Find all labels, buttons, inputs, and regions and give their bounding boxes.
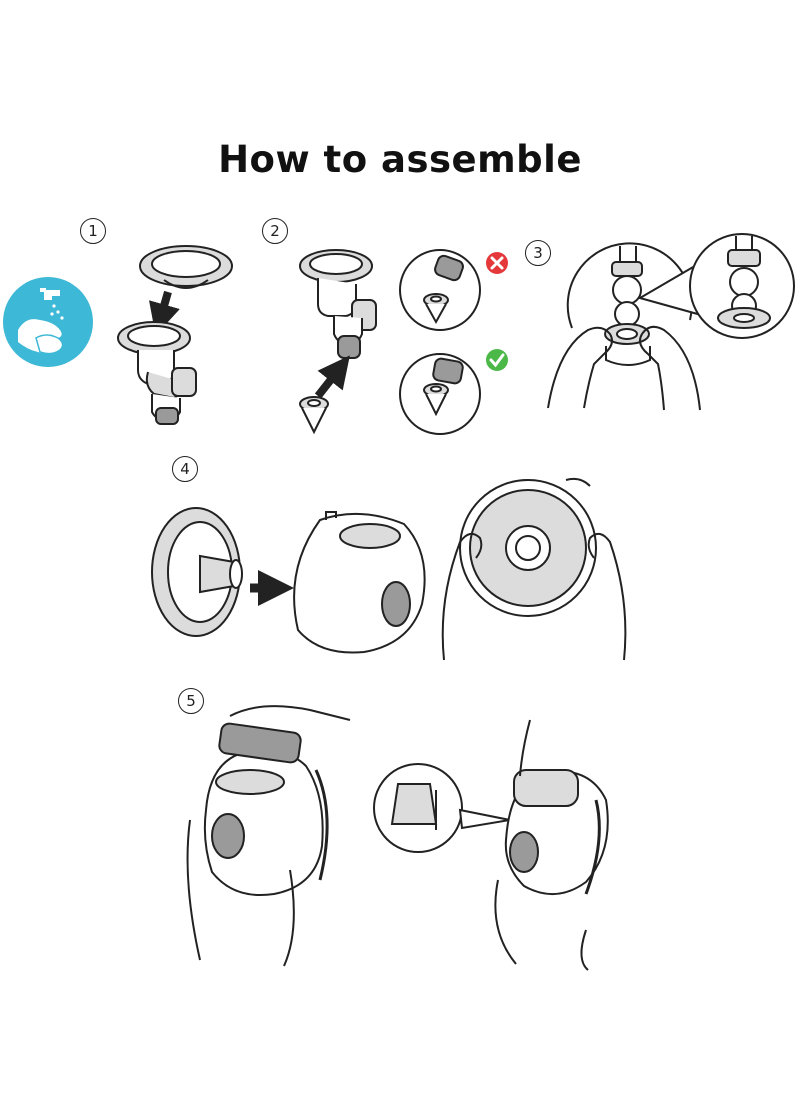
step2-illustration [299,249,377,435]
step-number-2: 2 [262,218,288,244]
step3-illustration [547,233,795,411]
step5-detail-bubble [373,763,511,853]
step-number-4: 4 [172,456,198,482]
x-mark-icon [486,252,508,274]
step1-illustration [117,245,233,425]
step5-twist-illustration [494,719,609,971]
step5-cap-illustration [186,705,351,967]
step4-illustration [151,507,426,654]
wash-hands-icon [3,277,93,367]
page-title: How to assemble [218,138,582,181]
step-number-1: 1 [80,218,106,244]
step2-correct-detail [399,353,481,435]
step2-wrong-detail [399,249,481,331]
step-number-5: 5 [178,688,204,714]
check-mark-icon [486,349,508,371]
step4-hands-illustration [441,477,627,661]
step-number-3: 3 [525,240,551,266]
